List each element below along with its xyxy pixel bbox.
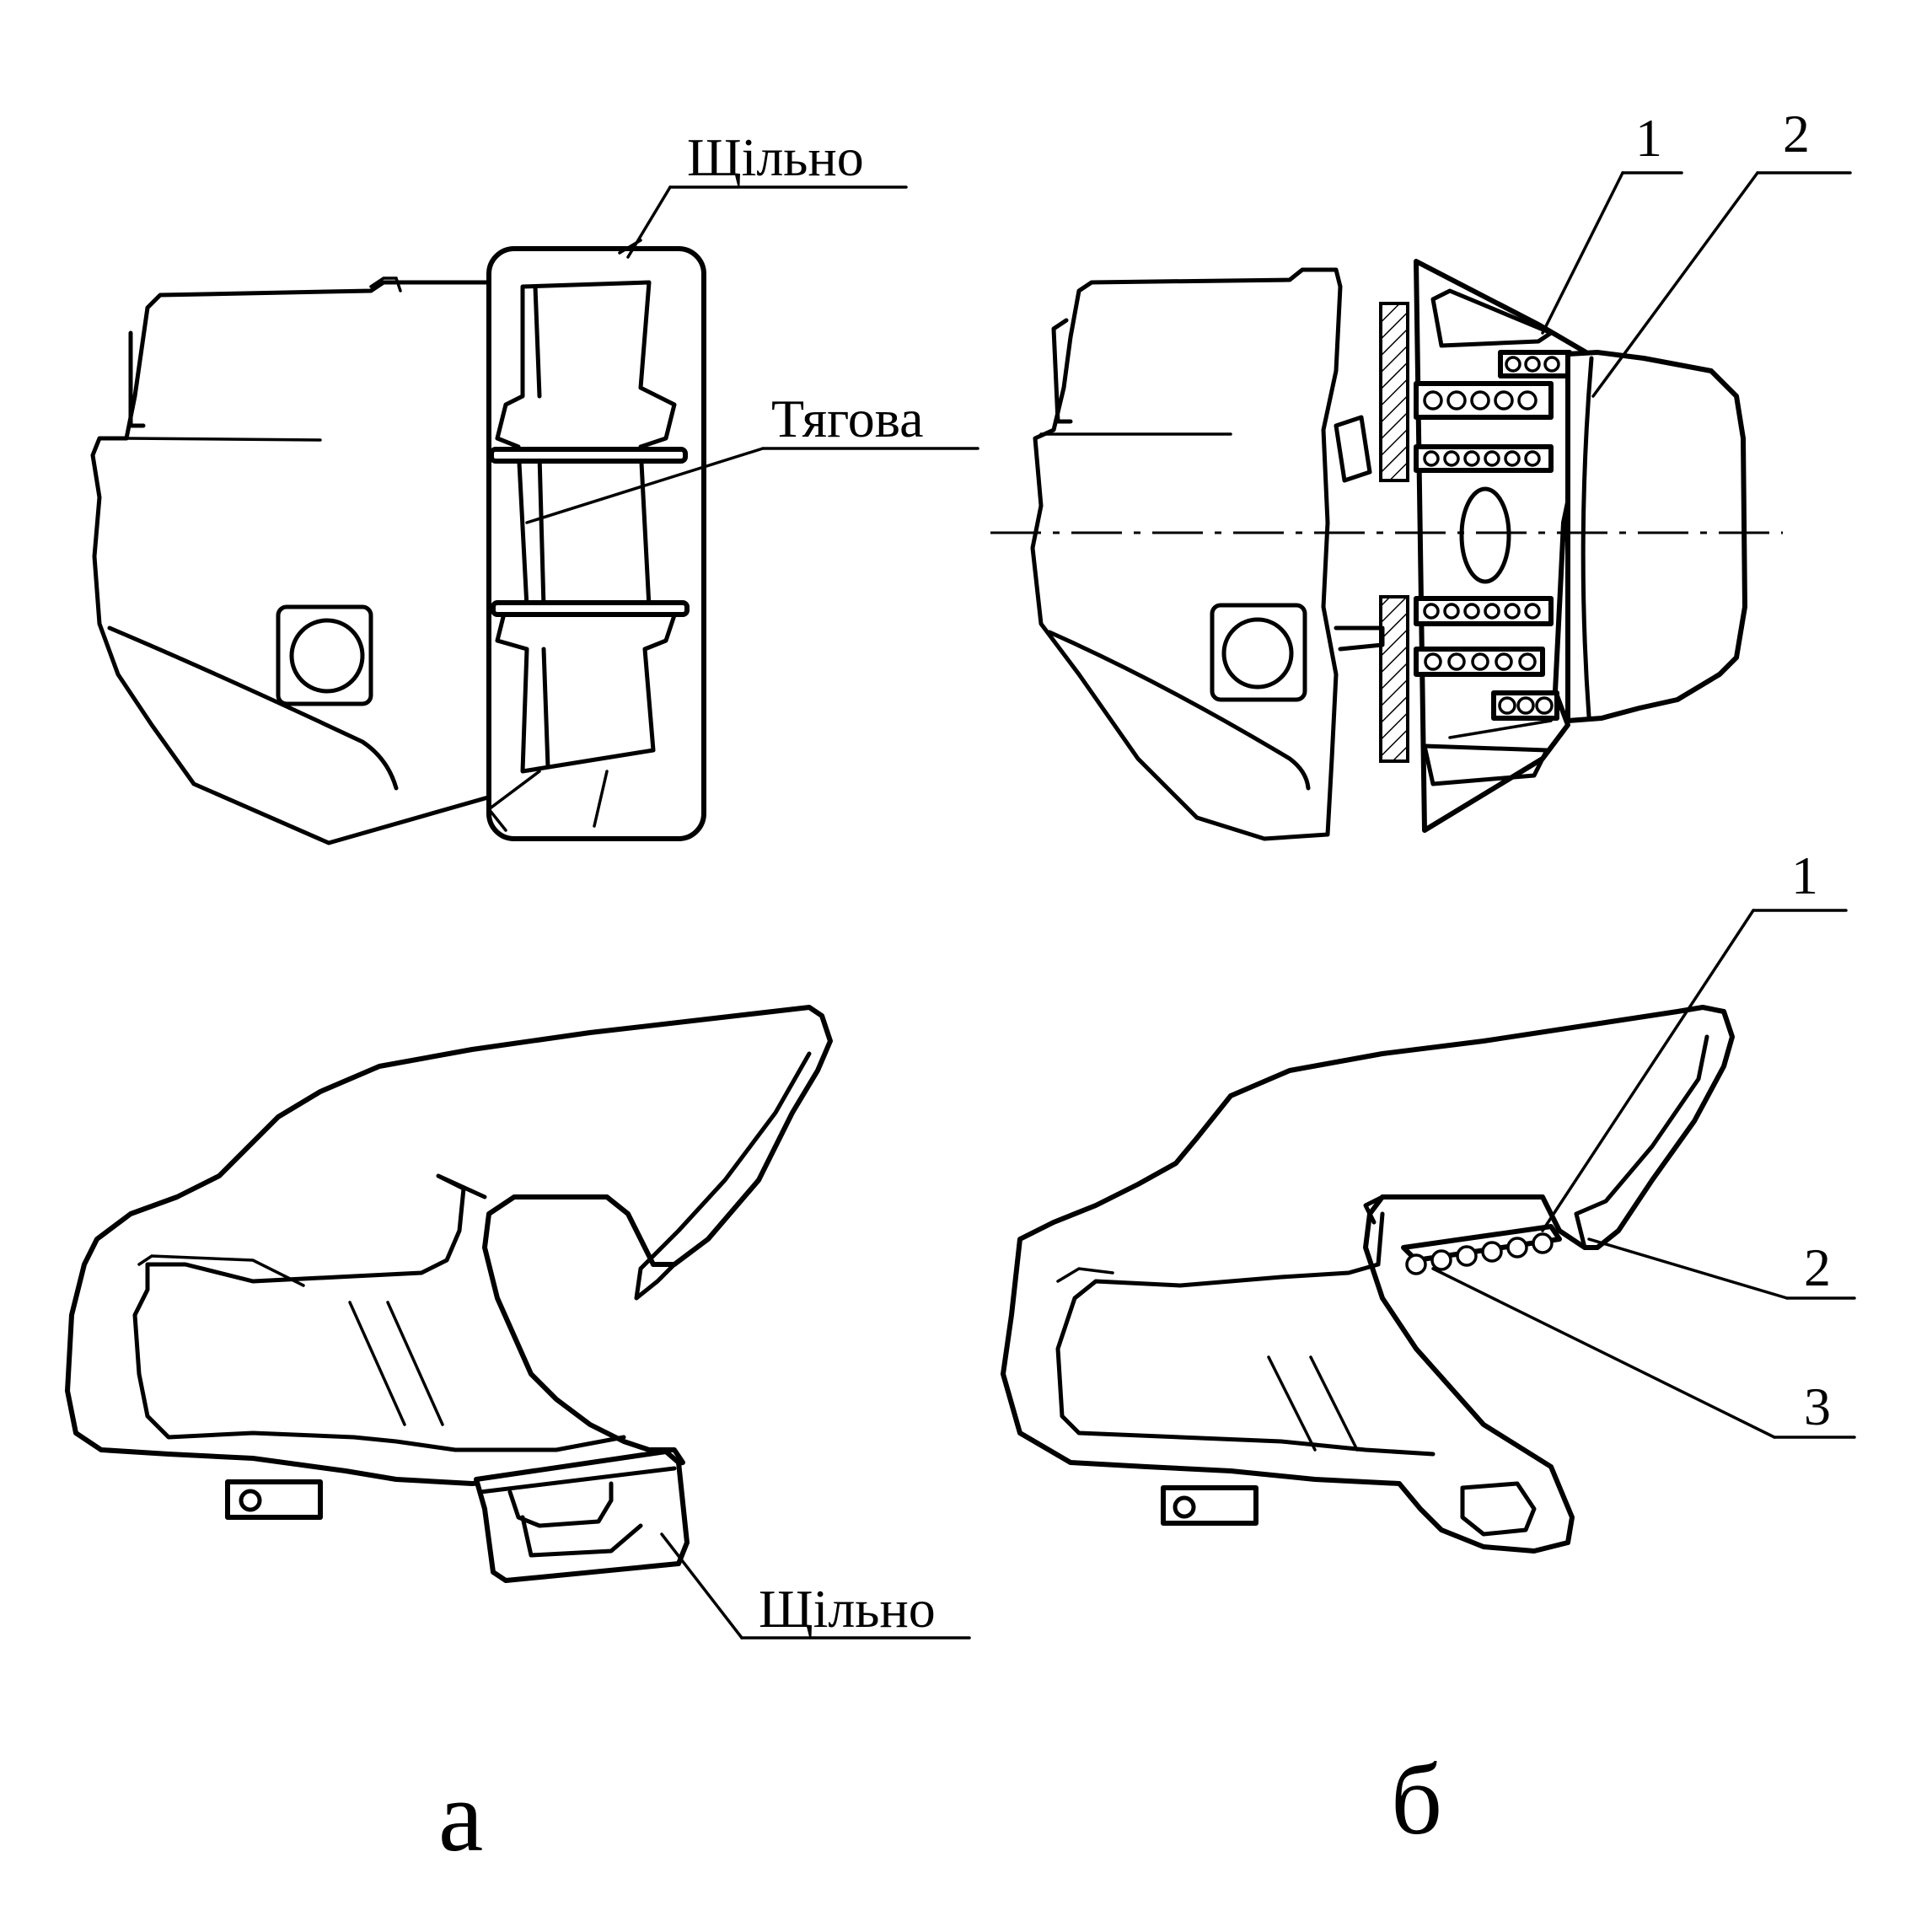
view-b-bottom-knuckle (1001, 1005, 1735, 1554)
caption-a: а (438, 1760, 483, 1872)
leader-2-top (1591, 171, 1852, 398)
label-traction: Тягова (771, 389, 924, 448)
leader-tight-top (626, 185, 908, 259)
leader-1-bottom (1541, 909, 1848, 1232)
label-1-bottom: 1 (1791, 845, 1818, 905)
view-b-top-bolt-rows (1414, 350, 1572, 721)
label-1-top: 1 (1635, 108, 1662, 168)
label-3-bottom: 3 (1804, 1377, 1831, 1436)
label-2-top: 2 (1783, 104, 1810, 164)
view-b-top-head (1565, 350, 1747, 723)
leader-traction (525, 447, 979, 524)
leader-tight-bottom (660, 1532, 971, 1640)
view-b-top-hatched-blocks (1379, 302, 1409, 763)
boss-hole-b (1221, 617, 1294, 690)
view-a-bottom-clamp (474, 1449, 690, 1583)
view-a-top-coupler (90, 276, 631, 845)
view-a-bottom-knuckle (65, 1005, 833, 1520)
leader-1-top (1541, 171, 1683, 335)
label-tight-bottom: Щільно (759, 1579, 936, 1639)
leader-2-bottom (1587, 1237, 1856, 1300)
label-2-bottom: 2 (1804, 1237, 1831, 1297)
view-b-bottom-insert (1401, 1224, 1562, 1275)
boss-housing (276, 604, 373, 706)
view-b-top-coupler (1030, 267, 1385, 841)
label-tight-top: Щільно (687, 127, 864, 187)
caption-b: б (1391, 1743, 1442, 1855)
view-a-top-clamp (486, 239, 706, 841)
boss-housing-b (1210, 603, 1307, 702)
leader-3-bottom (1431, 1267, 1856, 1439)
boss-hole (289, 618, 365, 694)
view-b-top-clamp (1414, 259, 1591, 833)
